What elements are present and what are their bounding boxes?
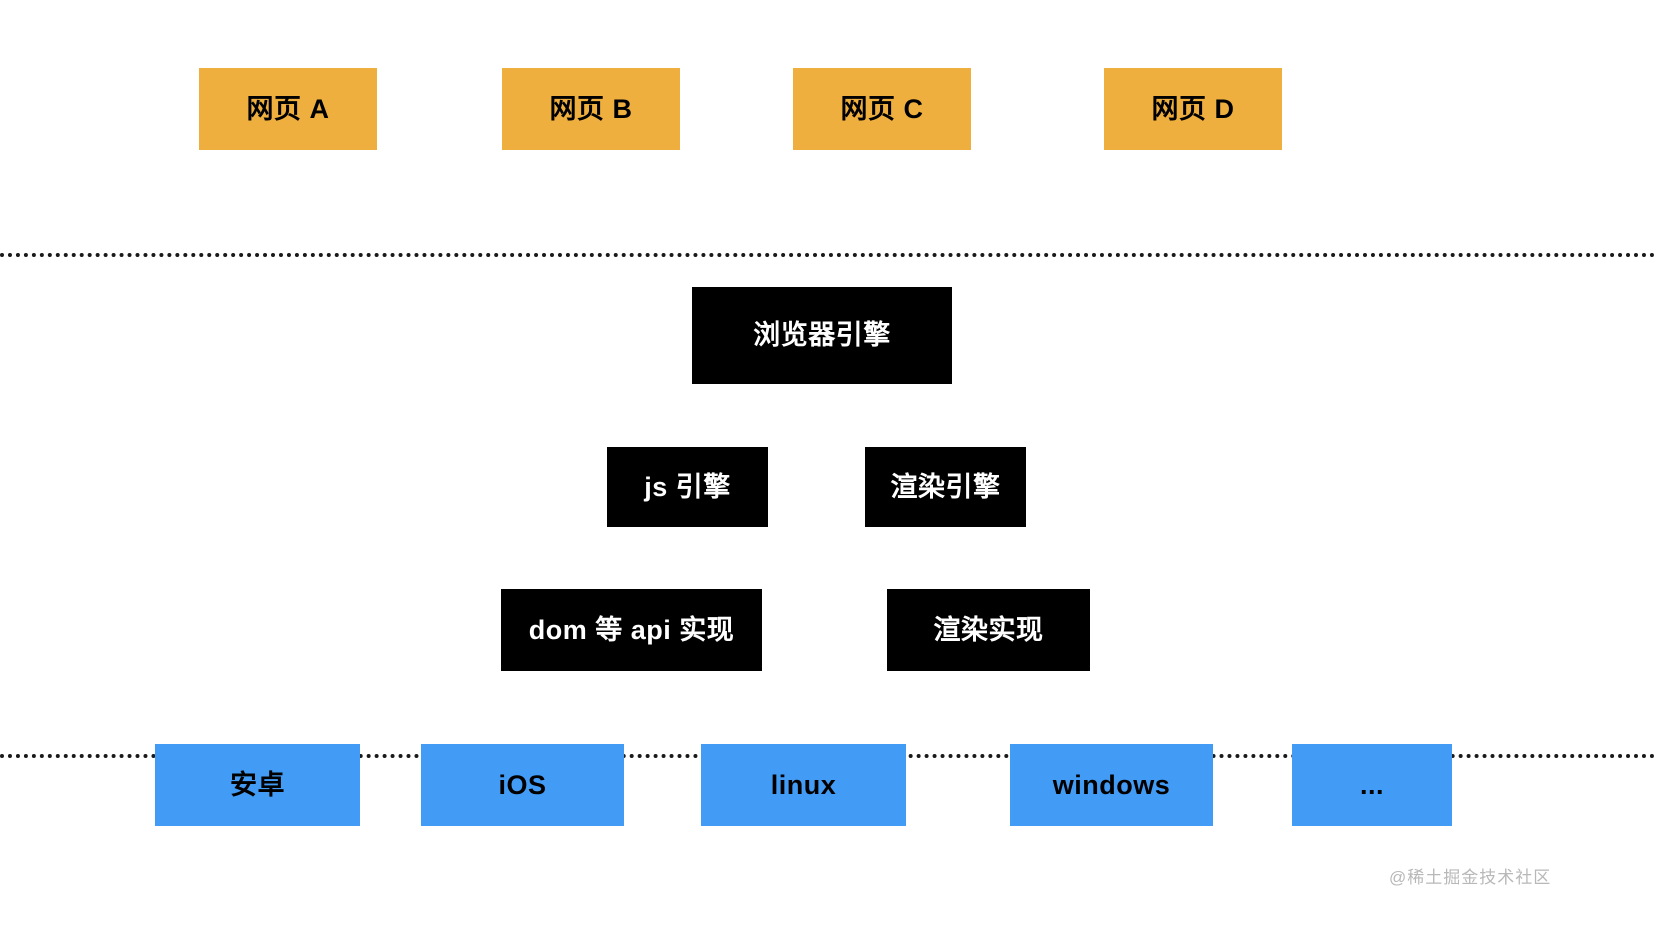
node-label: js 引擎 xyxy=(644,471,731,502)
node-browser-engine[interactable]: 浏览器引擎 xyxy=(692,287,952,384)
node-render-engine[interactable]: 渲染引擎 xyxy=(865,447,1026,527)
node-web-b[interactable]: 网页 B xyxy=(502,68,680,150)
node-os-windows[interactable]: windows xyxy=(1010,744,1213,826)
node-label: 网页 A xyxy=(246,93,330,124)
node-web-c[interactable]: 网页 C xyxy=(793,68,971,150)
node-web-a[interactable]: 网页 A xyxy=(199,68,377,150)
node-os-linux[interactable]: linux xyxy=(701,744,906,826)
node-label: iOS xyxy=(498,769,547,800)
node-os-etc[interactable]: ... xyxy=(1292,744,1452,826)
node-label: 浏览器引擎 xyxy=(753,320,891,350)
divider-web-engine xyxy=(0,253,1656,257)
node-os-ios[interactable]: iOS xyxy=(421,744,624,826)
watermark: @稀土掘金技术社区 xyxy=(1389,868,1552,887)
node-dom-api-impl[interactable]: dom 等 api 实现 xyxy=(501,589,762,671)
node-label: 渲染引擎 xyxy=(890,471,1001,502)
node-label: ... xyxy=(1359,769,1384,800)
node-render-impl[interactable]: 渲染实现 xyxy=(887,589,1090,671)
node-label: 安卓 xyxy=(230,769,285,800)
node-js-engine[interactable]: js 引擎 xyxy=(607,447,768,527)
node-label: windows xyxy=(1052,769,1171,800)
node-label: 渲染实现 xyxy=(933,614,1044,645)
node-web-d[interactable]: 网页 D xyxy=(1104,68,1282,150)
node-label: linux xyxy=(770,769,837,800)
node-label: 网页 D xyxy=(1151,93,1235,124)
node-label: dom 等 api 实现 xyxy=(528,614,735,645)
node-label: 网页 C xyxy=(840,93,924,124)
node-label: 网页 B xyxy=(549,93,633,124)
node-os-android[interactable]: 安卓 xyxy=(155,744,360,826)
